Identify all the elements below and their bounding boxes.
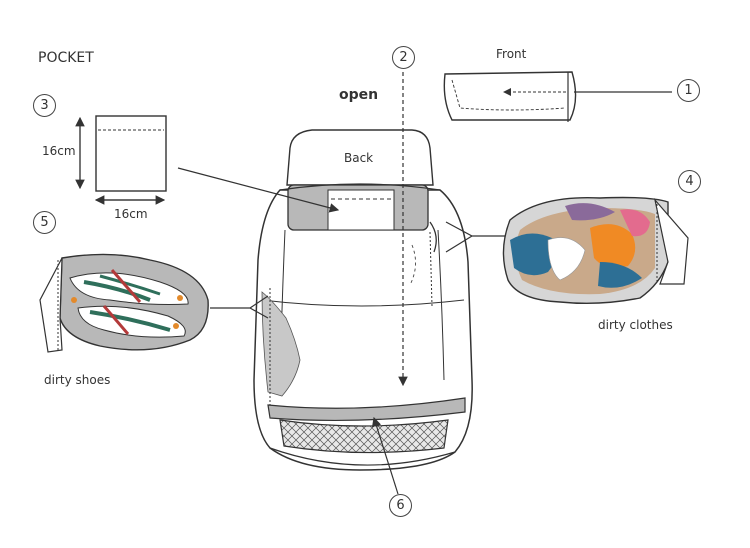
- open-label: open: [339, 87, 379, 103]
- top-flap: [286, 129, 434, 186]
- backpack-body: [253, 129, 473, 471]
- marker-3: 3: [33, 94, 56, 117]
- dirty-shoes-label: dirty shoes: [44, 373, 111, 387]
- pocket-height-label: 16cm: [42, 144, 76, 158]
- bottom-mesh: [279, 419, 449, 454]
- front-pocket: [443, 71, 672, 122]
- marker-2: 2: [392, 46, 415, 69]
- body-outline: [253, 189, 473, 471]
- pocket-width-label: 16cm: [114, 207, 148, 221]
- shoe-compartment-arrow: [371, 416, 399, 495]
- marker-6: 6: [389, 494, 412, 517]
- left-side-panel: [261, 291, 301, 397]
- marker-4: 4: [678, 170, 701, 193]
- pocket-title: POCKET: [38, 50, 94, 66]
- dirty-shoes-bag: [39, 253, 269, 353]
- dirty-clothes-bag: [429, 196, 689, 305]
- marker-5: 5: [33, 211, 56, 234]
- marker-1: 1: [677, 79, 700, 102]
- dirty-clothes-label: dirty clothes: [598, 318, 673, 332]
- front-label: Front: [496, 47, 527, 61]
- back-label: Back: [344, 151, 374, 165]
- bottom-shoe-compartment: [267, 397, 466, 422]
- small-pocket: [75, 115, 340, 213]
